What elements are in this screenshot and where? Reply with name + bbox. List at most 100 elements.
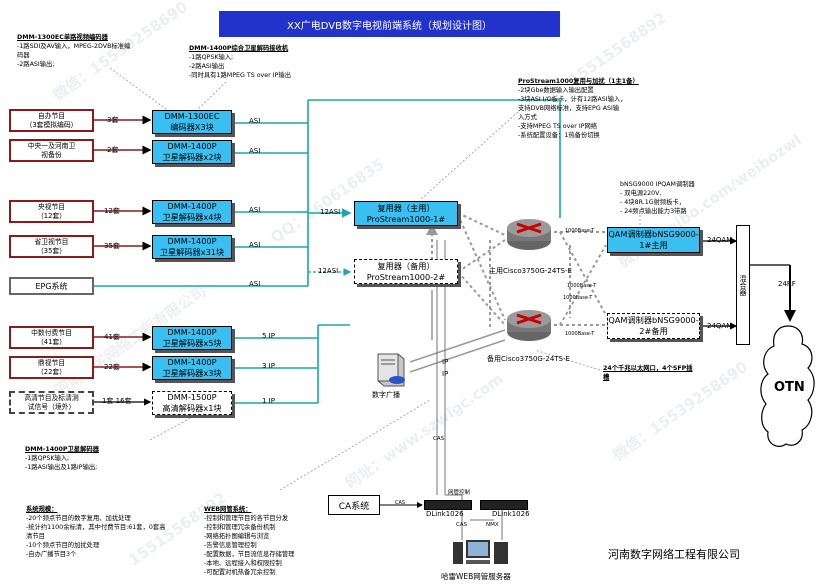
device-desc: 编码器X3块 (170, 122, 214, 132)
device-desc: 高清解码器x1块 (162, 403, 222, 413)
decoder-dmm1400p: DMM-1400P 卫星解码器x4块 (152, 200, 232, 224)
note-line: 支持DVB网络标准，支持EPG ASI输 (518, 105, 620, 112)
output-label: ASI (249, 206, 261, 214)
output-label: ASI (249, 280, 261, 288)
note-system-scale: 系统规模： -20个频点节目的数字复用、加扰处理 -统计约1100余标清，其中付… (26, 505, 166, 559)
note-line: bNSG9000 IPQAM调制器 (620, 181, 695, 188)
note-line: -1路QPSK输入; (25, 455, 70, 462)
source-box: 央视节目 （12套） (9, 200, 94, 223)
note-line: - 24频点输出能力3带路 (620, 208, 687, 215)
note-line: -统计约1100余标清，其中付费节目:61套，0套高 (26, 524, 166, 531)
mux-backup: 复用器（备用） ProStream1000-2# (354, 259, 458, 284)
note-heading: DMM-1400P综合卫星解码接收机 (189, 45, 289, 52)
switch-main-label: 主用Cisco3750G-24TS-E (489, 267, 572, 275)
source-label: 省卫视节目 (34, 237, 69, 246)
web-server-icon (452, 538, 512, 566)
otn-label: OTN (774, 380, 805, 395)
note-line: -控制和管理冗余备份机制 (204, 524, 276, 531)
source-box: 中央一及河南卫 视备份 (9, 139, 94, 162)
device-desc: 卫星解码器x31块 (159, 247, 225, 257)
note-line: -告警信息管理控制 (204, 542, 257, 549)
note-line: -1路SDI及AV输入，MPEG-2DVB标准编 (17, 43, 131, 50)
source-count: 35套 (104, 242, 120, 250)
device-desc: 2#备用 (639, 326, 668, 336)
device-model: QAM调制器bNSG9000- (608, 229, 699, 239)
switch-dlink1-label: DLink1026 (426, 510, 464, 518)
link-label: 1000Base-T (565, 331, 595, 337)
source-count: 2套 (107, 146, 119, 154)
note-line: -1路QPSK输入; (189, 54, 234, 61)
switch-dlink2-label: DLink1026 (492, 510, 530, 518)
note-line: - 双电源220V, (620, 190, 662, 197)
company-name: 河南数字网络工程有限公司 (608, 548, 740, 561)
output-label: ASI (249, 241, 261, 249)
device-model: 复用器（备用） (377, 260, 435, 271)
output-label: 5 IP (262, 332, 275, 340)
note-web-nms: WEB网管系统： -控制和管理节目的各节目分发 -控制和管理冗余备份机制 -网络… (204, 505, 294, 577)
source-label: 高清节目及标清测 (24, 393, 79, 402)
note-line: 码器 (17, 52, 30, 59)
device-desc: ProStream1000-2# (366, 271, 446, 282)
source-label: 中央一及河南卫 (27, 141, 76, 150)
device-model: DMM-1300EC (164, 111, 220, 121)
output-label: 1 IP (262, 397, 275, 405)
qam-output-label: 24QAM (707, 236, 733, 244)
link-label: 1000Base-T (563, 295, 593, 301)
note-qam: bNSG9000 IPQAM调制器 - 双电源220V, - 4块8R.1G射频… (620, 180, 695, 216)
source-sublabel: （41套） (36, 337, 67, 346)
source-sublabel: （12套） (36, 211, 67, 220)
decoder-dmm1400p: DMM-1400P 卫星解码器x2块 (152, 140, 232, 164)
device-desc: 卫星解码器x2块 (162, 152, 222, 162)
note-line: - 4块8R.1G射频板卡， (620, 199, 686, 206)
link-label: 1000Base-T (565, 228, 595, 234)
source-label: EPG系统 (35, 281, 68, 291)
source-count: 3套 (107, 116, 119, 124)
note-line: 清节目 (26, 533, 45, 540)
ca-system-box: CA系统 (328, 495, 380, 515)
note-sfp: 24个千兆以太网口，4个SFP插槽 (603, 365, 693, 381)
mux-input-label: 12ASI (320, 208, 341, 216)
switch-dlink2-icon (480, 500, 528, 510)
web-server-label: 哈雷WEB网管服务器 (441, 572, 511, 581)
device-model: DMM-1400P (167, 201, 217, 211)
router-icon (505, 304, 553, 344)
output-label: 3 IP (262, 362, 275, 370)
note-heading: DMM-1300EC单路视频编码器 (17, 34, 108, 41)
note-line: -本地、远程接入和权限控制 (204, 560, 282, 567)
qam-main: QAM调制器bNSG9000- 1#主用 (607, 227, 700, 253)
encoder-dmm1300ec: DMM-1300EC 编码器X3块 (152, 110, 232, 134)
note-dmm1400-decoder: DMM-1400P卫星解码器 -1路QPSK输入; -1路ASI输出及1路IP输… (25, 445, 99, 472)
rf-output-label: 24RF (778, 280, 796, 288)
cas-tag: CAS (456, 522, 468, 528)
source-label: 央视节目 (37, 202, 66, 211)
note-line: -2路ASI输出 (189, 63, 225, 70)
note-prostream: ProStream1000复用与加扰（1主1备） -2块Gbe数据输入输出配置 … (518, 77, 639, 140)
device-model: QAM调制器bNSG9000- (608, 315, 699, 325)
device-desc: 卫星解码器x4块 (162, 212, 222, 222)
cas-vertical-label: CAS (433, 436, 445, 442)
source-box: 自办节目 （3套模拟编码） (9, 109, 94, 132)
device-model: DMM-1500P (167, 392, 217, 402)
source-box: 高清节目及标清测 试信号（境外） (9, 391, 94, 414)
server-icon (372, 352, 410, 388)
epg-system-box: EPG系统 (9, 277, 94, 295)
decoder-dmm1400p: DMM-1400P 卫星解码器x31块 (152, 235, 232, 259)
qam-output-label: 24QAM (707, 322, 733, 330)
diagram-title: XX广电DVB数字电视前端系统（规划设计图） (219, 11, 560, 37)
device-model: 复用器（主用） (377, 202, 435, 213)
note-line: -2路ASI输出; (17, 61, 55, 68)
note-line: -支持MPEG TS over IP网络 (518, 123, 598, 130)
ip-label: IP (442, 370, 449, 378)
source-box: 中数付费节目 （41套） (9, 326, 94, 349)
source-label: 自办节目 (37, 111, 66, 120)
device-desc: 卫星解码器x3块 (162, 368, 222, 378)
mux-input-label: 12ASI (318, 267, 339, 275)
source-count: 12套 (104, 207, 120, 215)
source-box: 鼎视节目 （22套） (9, 356, 94, 379)
combiner-label: 混合器 (739, 274, 747, 296)
note-line: -1路ASI输出及1路IP输出; (25, 464, 98, 471)
decoder-dmm1500p: DMM-1500P 高清解码器x1块 (152, 391, 232, 415)
note-line: -同时具有1路MPEG TS over IP输出 (189, 72, 291, 79)
mux-main: 复用器（主用） ProStream1000-1# (354, 201, 458, 226)
link-label: 1000Base-T (567, 283, 597, 289)
